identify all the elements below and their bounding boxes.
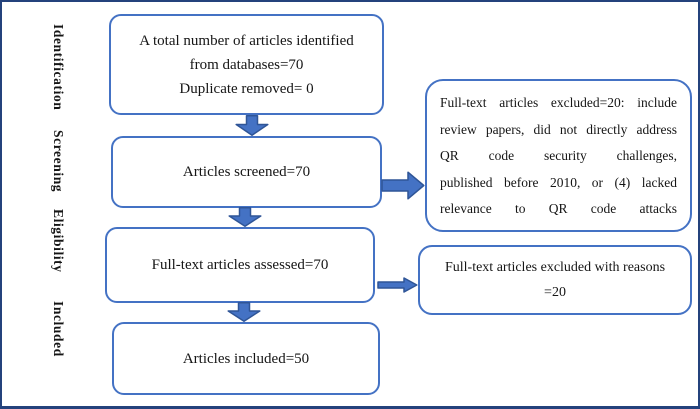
stage-label-eligibility: Eligibility <box>51 209 66 273</box>
box-articles-identified-line2: from databases=70 <box>189 56 304 73</box>
box-fulltext-excluded-detail: Full-text articles excluded=20: include … <box>425 79 692 232</box>
stage-label-included: Included <box>51 301 66 357</box>
box-fulltext-excluded-detail-line1: Full-text articles excluded=20: include <box>440 95 677 110</box>
box-fulltext-excluded-reasons-line2: =20 <box>544 285 566 300</box>
box-articles-included: Articles included=50 <box>112 322 380 395</box>
box-articles-included-label: Articles included=50 <box>182 350 310 367</box>
down-arrow-icon <box>228 207 262 227</box>
stage-label-identification: Identification <box>51 24 66 111</box>
box-fulltext-excluded-reasons-line1: Full-text articles excluded with reasons <box>444 260 666 275</box>
box-articles-assessed: Full-text articles assessed=70 <box>105 227 375 303</box>
box-articles-identified-line1: A total number of articles identified <box>139 32 354 49</box>
box-fulltext-excluded-detail-line4: published before 2010, or (4) lacked <box>440 174 677 190</box>
box-articles-screened: Articles screened=70 <box>111 136 382 208</box>
box-fulltext-excluded-detail-line5: relevance to QR code attacks <box>440 201 677 216</box>
box-fulltext-excluded-reasons: Full-text articles excluded with reasons… <box>418 245 692 315</box>
box-articles-identified: A total number of articles identified fr… <box>109 14 384 115</box>
box-articles-identified-line3: Duplicate removed= 0 <box>179 80 314 97</box>
box-fulltext-excluded-detail-line2: review papers, did not directly address <box>440 121 677 137</box>
down-arrow-icon <box>227 302 261 322</box>
right-arrow-icon <box>381 171 425 200</box>
box-articles-assessed-label: Full-text articles assessed=70 <box>151 257 329 273</box>
box-fulltext-excluded-detail-line3: QR code security challenges, <box>440 148 677 163</box>
stage-label-screening: Screening <box>51 130 66 193</box>
down-arrow-icon <box>235 115 269 136</box>
box-articles-screened-label: Articles screened=70 <box>182 164 311 180</box>
right-arrow-icon <box>377 277 418 293</box>
